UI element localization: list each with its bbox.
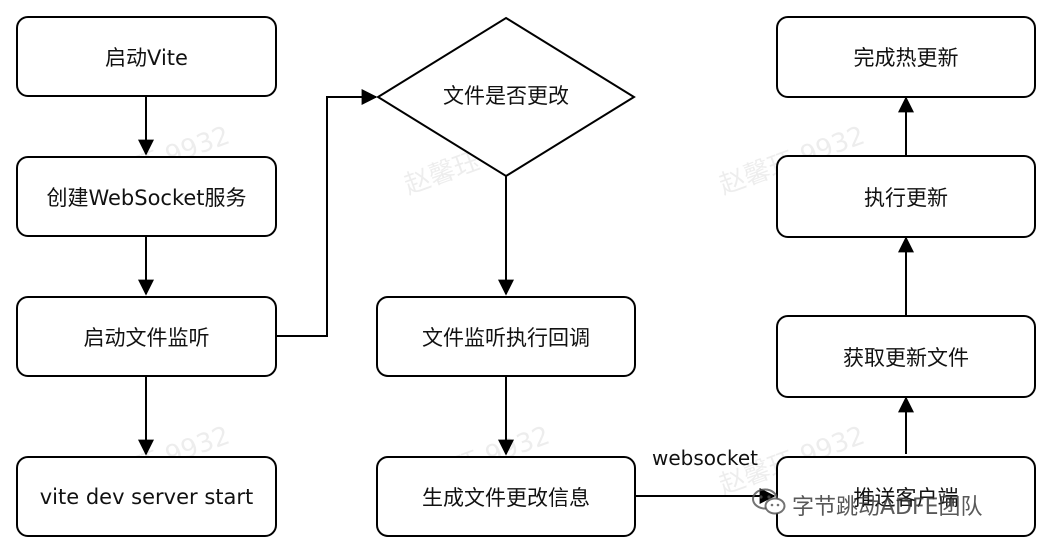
account-name: 字节跳动ADFE团队 (792, 495, 983, 520)
node-start-file-watch: 启动文件监听 (16, 296, 277, 377)
node-create-websocket: 创建WebSocket服务 (16, 156, 277, 237)
node-fetch-updated-files: 获取更新文件 (776, 315, 1036, 398)
edge-label-websocket: websocket (652, 446, 759, 470)
edge-watch-to-decision (277, 89, 378, 337)
node-vite-dev-server-start: vite dev server start (16, 456, 277, 537)
account-badge: 字节跳动ADFE团队 (752, 488, 983, 522)
decision-file-changed: 文件是否更改 (443, 84, 569, 108)
node-hot-update-complete: 完成热更新 (776, 16, 1036, 98)
node-start-vite: 启动Vite (16, 16, 277, 97)
wechat-icon (752, 488, 786, 522)
node-file-watch-callback: 文件监听执行回调 (376, 296, 636, 377)
node-push-to-client: 推送客户端 (776, 456, 1036, 537)
node-execute-update: 执行更新 (776, 155, 1036, 238)
node-generate-change-info: 生成文件更改信息 (376, 456, 636, 537)
